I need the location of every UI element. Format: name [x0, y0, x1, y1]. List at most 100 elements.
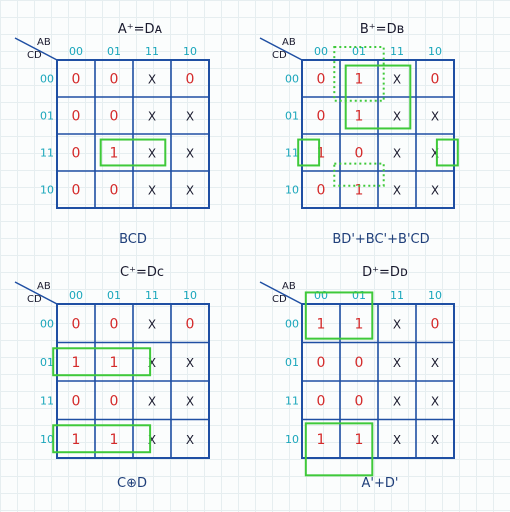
- row-label: 11: [40, 147, 54, 160]
- column-label: 01: [107, 289, 121, 302]
- map-title: B⁺=Dʙ: [360, 22, 404, 37]
- kmap-cell-value: X: [186, 394, 194, 408]
- row-variable-label: CD: [272, 50, 287, 61]
- group-loop: [304, 422, 374, 477]
- row-variable-label: CD: [27, 50, 42, 61]
- kmap-cell-value: 1: [317, 316, 326, 332]
- row-label: 00: [285, 317, 299, 330]
- simplified-expression: A'+D': [362, 476, 399, 491]
- kmap-cell-value: 1: [72, 355, 81, 371]
- row-label: 01: [40, 110, 54, 123]
- column-label: 01: [352, 289, 366, 302]
- kmap-cell-value: 1: [110, 355, 119, 371]
- kmap-cell-value: X: [148, 433, 156, 447]
- kmap-cell-value: 0: [317, 355, 326, 371]
- kmap-cell-value: 0: [110, 72, 119, 88]
- kmap-cell-value: 0: [355, 146, 364, 162]
- column-label: 00: [69, 45, 83, 58]
- kmap-cell-value: 0: [72, 109, 81, 125]
- kmap-cell-value: 1: [110, 146, 119, 162]
- kmap-cell-value: 0: [72, 183, 81, 199]
- kmap-cell-value: X: [393, 317, 401, 331]
- kmap-cell-value: 0: [72, 393, 81, 409]
- group-loop: [333, 46, 385, 102]
- column-variable-label: AB: [37, 281, 51, 292]
- row-label: 00: [40, 73, 54, 86]
- kmap-cell-value: X: [148, 394, 156, 408]
- row-label: 00: [40, 317, 54, 330]
- kmap-cell-value: 1: [355, 183, 364, 199]
- row-label: 01: [285, 110, 299, 123]
- column-label: 01: [352, 45, 366, 58]
- column-label: 10: [183, 45, 197, 58]
- group-loop: [333, 162, 385, 187]
- kmap-cell-value: 1: [317, 146, 326, 162]
- kmap-cell-value: 0: [110, 183, 119, 199]
- kmap-cell-value: X: [148, 184, 156, 198]
- kmap-cell-value: X: [393, 184, 401, 198]
- corner-diagonal: [259, 37, 303, 61]
- column-label: 10: [428, 45, 442, 58]
- column-label: 11: [390, 45, 404, 58]
- kmap-cell-value: X: [431, 147, 439, 161]
- kmap-cell-value: X: [431, 394, 439, 408]
- kmap-cell-value: X: [148, 356, 156, 370]
- kmap-cell-value: 1: [355, 109, 364, 125]
- kmap-cell-value: X: [148, 73, 156, 87]
- kmap-cell-value: 1: [355, 72, 364, 88]
- kmap-cell-value: 1: [355, 316, 364, 332]
- column-variable-label: AB: [282, 281, 296, 292]
- kmap-cell-value: X: [393, 433, 401, 447]
- row-label: 11: [285, 394, 299, 407]
- map-title: D⁺=Dᴅ: [362, 265, 408, 280]
- column-label: 10: [428, 289, 442, 302]
- kmap-cell-value: X: [186, 356, 194, 370]
- kmap-cell-value: 0: [186, 72, 195, 88]
- map-title: C⁺=Dᴄ: [120, 265, 164, 280]
- kmap-cell-value: X: [431, 356, 439, 370]
- kmap-cell-value: X: [431, 433, 439, 447]
- corner-diagonal: [14, 37, 58, 61]
- row-label: 10: [40, 184, 54, 197]
- group-loop: [99, 138, 167, 167]
- column-label: 11: [145, 45, 159, 58]
- kmap-cell-value: 0: [110, 109, 119, 125]
- column-label: 00: [314, 289, 328, 302]
- kmap-cell-value: 0: [355, 355, 364, 371]
- kmap-cell-value: 0: [317, 72, 326, 88]
- row-label: 10: [285, 184, 299, 197]
- map-title: A⁺=Dᴀ: [118, 22, 163, 37]
- simplified-expression: BCD: [119, 232, 147, 247]
- group-loop: [52, 424, 152, 454]
- kmap-cell-value: X: [393, 73, 401, 87]
- simplified-expression: C⊕D: [117, 476, 147, 491]
- kmap-cell-value: X: [186, 110, 194, 124]
- group-loop: [304, 291, 374, 340]
- row-label: 00: [285, 73, 299, 86]
- kmap-cell-value: X: [431, 184, 439, 198]
- kmap-cell-value: 1: [355, 432, 364, 448]
- kmap-cell-value: 0: [110, 393, 119, 409]
- row-label: 11: [40, 394, 54, 407]
- row-variable-label: CD: [27, 294, 42, 305]
- kmap-cell-value: 0: [186, 316, 195, 332]
- kmap-cell-value: 1: [72, 432, 81, 448]
- group-loop: [435, 138, 459, 167]
- corner-diagonal: [259, 281, 303, 305]
- kmap-cell-value: X: [148, 317, 156, 331]
- column-label: 00: [314, 45, 328, 58]
- kmap-cell-value: 0: [72, 72, 81, 88]
- row-variable-label: CD: [272, 294, 287, 305]
- kmap-cell-value: X: [393, 356, 401, 370]
- column-label: 11: [390, 289, 404, 302]
- kmap-cell-value: X: [393, 394, 401, 408]
- kmap-cell-value: X: [186, 433, 194, 447]
- kmap-cell-value: 1: [317, 432, 326, 448]
- kmap-cell-value: 0: [431, 72, 440, 88]
- kmap-cell-value: 0: [355, 393, 364, 409]
- column-variable-label: AB: [37, 37, 51, 48]
